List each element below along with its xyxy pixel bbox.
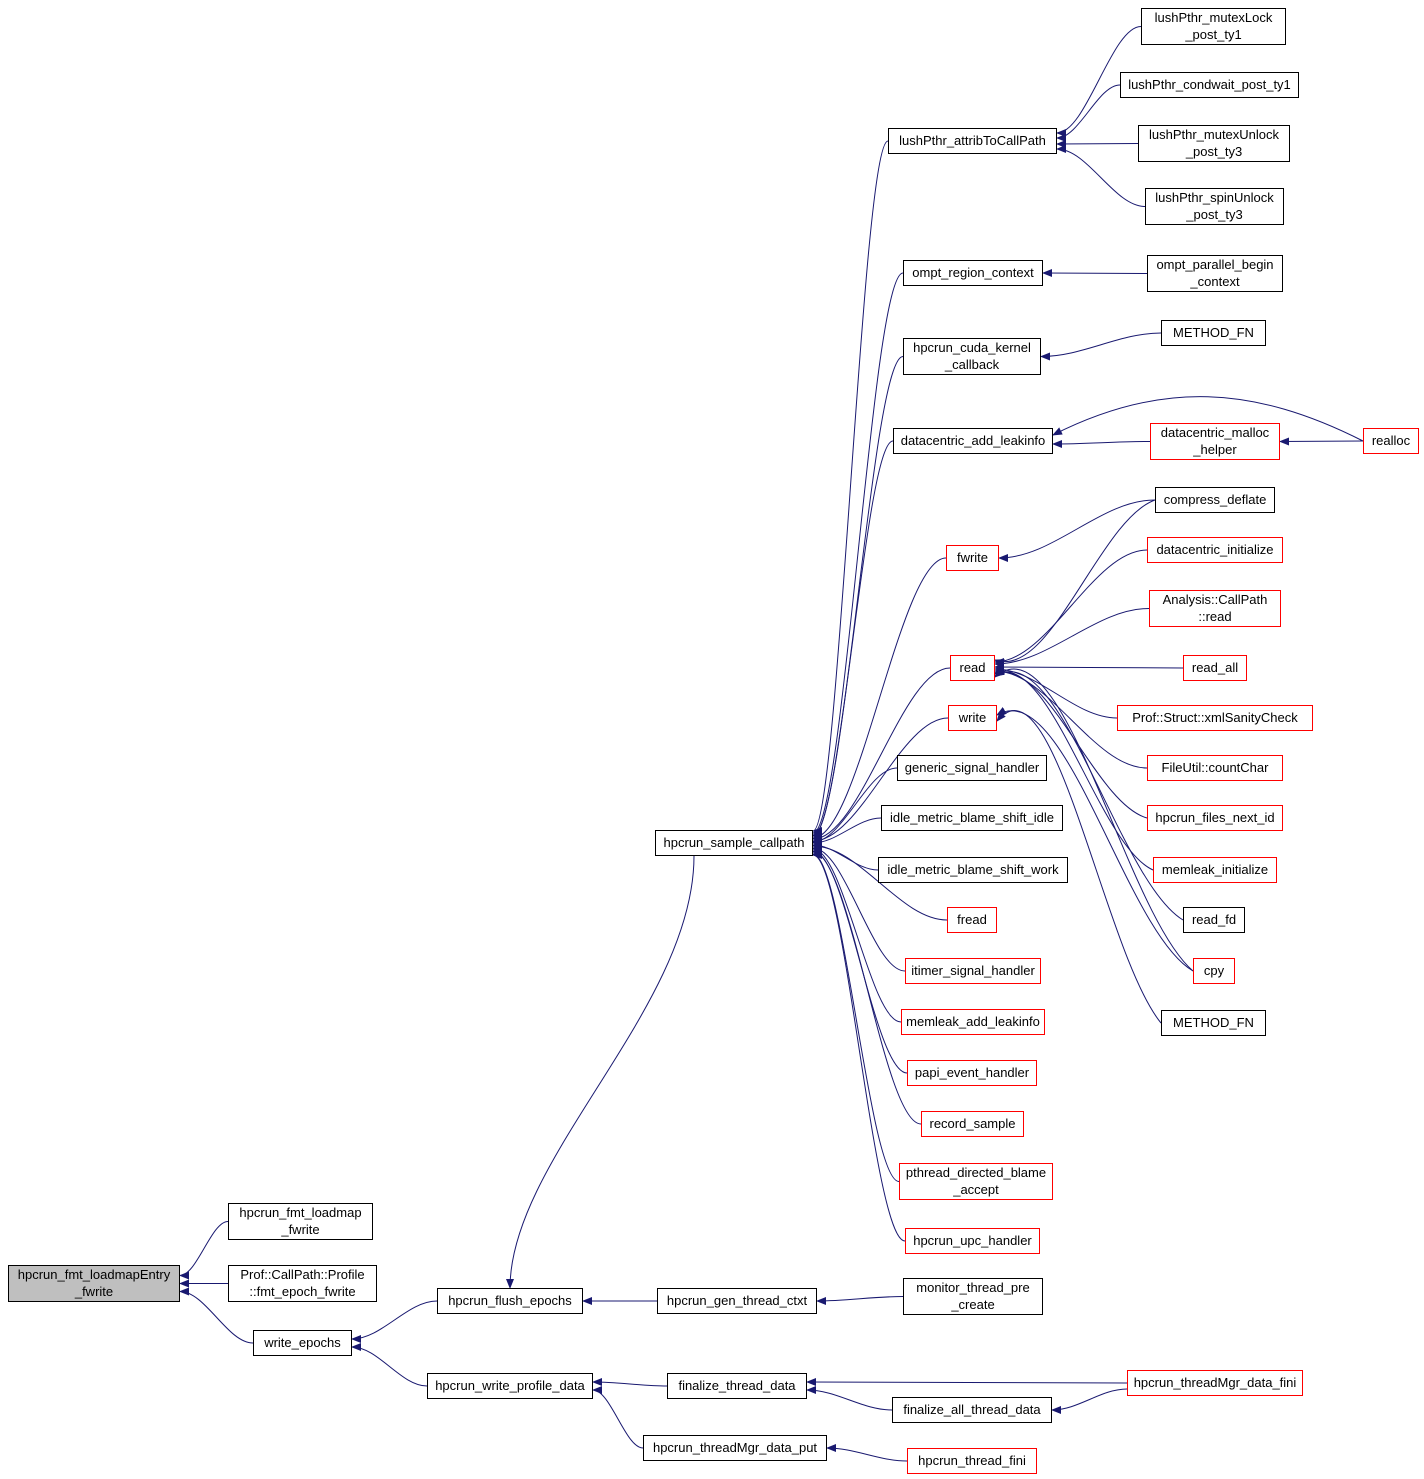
node-hpcrun-gen-thread-ctxt[interactable]: hpcrun_gen_thread_ctxt [657, 1288, 817, 1314]
node-read-all[interactable]: read_all [1183, 655, 1247, 681]
edge-n28-to-n25 [812, 842, 948, 921]
edge-n14-to-n25 [812, 557, 947, 842]
edge-n12-to-n11 [1279, 437, 1364, 446]
node-finalize-thread-data[interactable]: finalize_thread_data [667, 1373, 807, 1399]
edge-n21-to-n25 [812, 767, 898, 846]
edge-n10-to-n25 [812, 440, 894, 840]
edge-n41-to-n44 [351, 1300, 438, 1343]
node-hpcrun-fmt-loadmapentry-fwrite: hpcrun_fmt_loadmapEntry _fwrite [8, 1265, 180, 1302]
node-finalize-all-thread-data[interactable]: finalize_all_thread_data [892, 1397, 1052, 1423]
node-monitor-thread-pre-create[interactable]: monitor_thread_pre _create [903, 1278, 1043, 1315]
node-hpcrun-files-next-id[interactable]: hpcrun_files_next_id [1147, 805, 1283, 831]
node-generic-signal-handler[interactable]: generic_signal_handler [897, 755, 1047, 781]
edge-n19-to-n25 [812, 717, 949, 845]
edge-n33-to-n19 [996, 710, 1162, 1024]
edge-n18-to-n17 [994, 663, 1184, 672]
node-read[interactable]: read [950, 655, 995, 681]
node-datacentric-initialize[interactable]: datacentric_initialize [1147, 537, 1283, 563]
node-fwrite[interactable]: fwrite [946, 545, 999, 571]
edge-n20-to-n17 [994, 665, 1118, 719]
node-compress-deflate[interactable]: compress_deflate [1155, 487, 1275, 513]
edge-n37-to-n25 [812, 851, 906, 1242]
node-ompt-region-context[interactable]: ompt_region_context [903, 260, 1043, 286]
edge-n46-to-n45 [592, 1378, 668, 1387]
edge-n13-to-n17 [994, 499, 1156, 667]
node-read-fd[interactable]: read_fd [1183, 907, 1245, 933]
edge-n16-to-n17 [994, 608, 1150, 668]
edge-n38-to-n39 [179, 1221, 229, 1280]
node-datacentric-add-leakinfo[interactable]: datacentric_add_leakinfo [893, 428, 1053, 454]
edge-n15-to-n17 [994, 549, 1148, 666]
edge-n35-to-n25 [812, 848, 922, 1125]
edge-n36-to-n25 [812, 850, 900, 1182]
node-hpcrun-sample-callpath[interactable]: hpcrun_sample_callpath [655, 830, 813, 856]
node-lushpthr-mutexlock-post-ty1[interactable]: lushPthr_mutexLock _post_ty1 [1141, 8, 1286, 45]
node-hpcrun-thread-fini[interactable]: hpcrun_thread_fini [907, 1448, 1037, 1474]
node-memleak-initialize[interactable]: memleak_initialize [1153, 857, 1277, 883]
node-hpcrun-threadmgr-data-put[interactable]: hpcrun_threadMgr_data_put [643, 1435, 827, 1461]
node-hpcrun-write-profile-data[interactable]: hpcrun_write_profile_data [427, 1373, 593, 1399]
edge-n48-to-n46 [806, 1386, 893, 1411]
edge-n9-to-n8 [1040, 332, 1162, 361]
node-ompt-parallel-begin-context[interactable]: ompt_parallel_begin _context [1147, 255, 1283, 292]
edge-n25-to-n41 [506, 855, 695, 1289]
node-itimer-signal-handler[interactable]: itimer_signal_handler [905, 958, 1041, 984]
node-prof-struct-xmlsanitycheck[interactable]: Prof::Struct::xmlSanityCheck [1117, 705, 1313, 731]
node-write[interactable]: write [948, 705, 997, 731]
node-lushpthr-condwait-post-ty1[interactable]: lushPthr_condwait_post_ty1 [1120, 72, 1299, 98]
edge-n47-to-n46 [806, 1378, 1128, 1387]
edge-n47-to-n48 [1051, 1388, 1128, 1414]
node-fread[interactable]: fread [947, 907, 997, 933]
node-pthread-directed-blame-accept[interactable]: pthread_directed_blame _accept [899, 1163, 1053, 1200]
node-fileutil-countchar[interactable]: FileUtil::countChar [1147, 755, 1283, 781]
edge-n11-to-n10 [1052, 439, 1151, 448]
node-method-fn[interactable]: METHOD_FN [1161, 320, 1266, 346]
edge-n43-to-n42 [816, 1296, 904, 1305]
edge-n7-to-n6 [1042, 269, 1148, 278]
edge-n4-to-n5 [1056, 145, 1146, 207]
node-prof-callpath-profile-fmt-epoch-fwrite[interactable]: Prof::CallPath::Profile ::fmt_epoch_fwri… [228, 1265, 377, 1302]
node-lushpthr-mutexunlock-post-ty3[interactable]: lushPthr_mutexUnlock _post_ty3 [1138, 125, 1290, 162]
node-hpcrun-flush-epochs[interactable]: hpcrun_flush_epochs [437, 1288, 583, 1314]
node-method-fn[interactable]: METHOD_FN [1161, 1010, 1266, 1036]
node-memleak-add-leakinfo[interactable]: memleak_add_leakinfo [901, 1009, 1045, 1035]
edge-n6-to-n25 [812, 272, 904, 837]
node-hpcrun-threadmgr-data-fini[interactable]: hpcrun_threadMgr_data_fini [1127, 1370, 1303, 1396]
edge-n22-to-n17 [994, 667, 1148, 769]
edge-n2-to-n5 [1056, 84, 1121, 142]
node-lushpthr-spinunlock-post-ty3[interactable]: lushPthr_spinUnlock _post_ty3 [1145, 188, 1284, 225]
edge-n12-to-n10 [1052, 396, 1364, 442]
node-hpcrun-cuda-kernel-callback[interactable]: hpcrun_cuda_kernel _callback [903, 338, 1041, 375]
edge-n49-to-n45 [592, 1386, 644, 1449]
node-hpcrun-fmt-loadmap-fwrite[interactable]: hpcrun_fmt_loadmap _fwrite [228, 1203, 373, 1240]
edge-n44-to-n39 [179, 1287, 254, 1344]
node-write-epochs[interactable]: write_epochs [253, 1330, 352, 1356]
node-papi-event-handler[interactable]: papi_event_handler [907, 1060, 1037, 1086]
edge-n30-to-n25 [812, 844, 906, 972]
node-analysis-callpath-read[interactable]: Analysis::CallPath ::read [1149, 590, 1281, 627]
node-hpcrun-upc-handler[interactable]: hpcrun_upc_handler [905, 1228, 1040, 1254]
node-cpy[interactable]: cpy [1193, 958, 1235, 984]
node-realloc[interactable]: realloc [1363, 428, 1419, 454]
edge-n17-to-n25 [812, 667, 951, 843]
edge-n31-to-n17 [994, 668, 1194, 972]
node-idle-metric-blame-shift-idle[interactable]: idle_metric_blame_shift_idle [881, 805, 1063, 831]
edge-n32-to-n25 [812, 845, 902, 1023]
edge-n45-to-n44 [351, 1343, 428, 1387]
edge-n1-to-n5 [1056, 26, 1142, 137]
node-idle-metric-blame-shift-work[interactable]: idle_metric_blame_shift_work [878, 857, 1068, 883]
node-datacentric-malloc-helper[interactable]: datacentric_malloc _helper [1150, 423, 1280, 460]
node-lushpthr-attribtocallpath[interactable]: lushPthr_attribToCallPath [888, 128, 1057, 154]
edge-n50-to-n49 [826, 1444, 908, 1462]
edge-n13-to-n14 [998, 499, 1156, 562]
node-record-sample[interactable]: record_sample [921, 1111, 1024, 1137]
edge-n3-to-n5 [1056, 139, 1139, 148]
edge-n5-to-n25 [812, 140, 889, 835]
